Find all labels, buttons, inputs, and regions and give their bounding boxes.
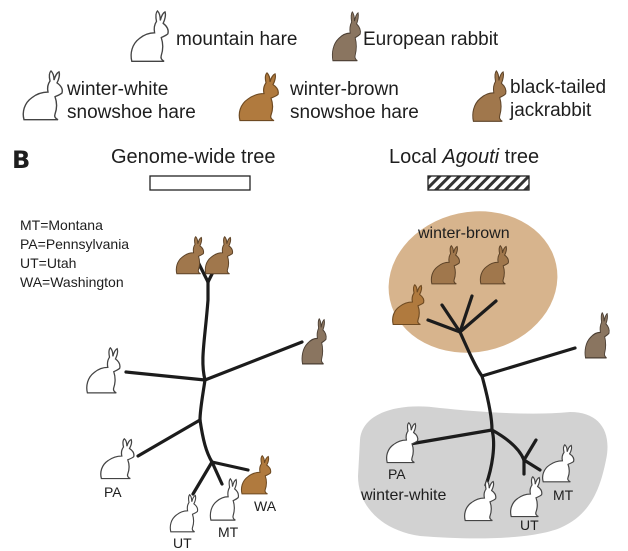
left-mt-label: MT	[218, 524, 238, 540]
legend-jackrabbit-line1: black-tailed	[510, 76, 606, 99]
agouti-tree-title-gene: Agouti	[442, 146, 499, 168]
genome-wide-tree-swatch	[150, 176, 250, 190]
agouti-tree-title-suffix: tree	[499, 146, 539, 168]
legend-winter-white-label: winter-white snowshoe hare	[67, 78, 196, 124]
right-european-rabbit-icon	[585, 313, 609, 358]
right-mt-label: MT	[553, 487, 573, 503]
agouti-tree-title-prefix: Local	[389, 146, 442, 168]
right-pa-label: PA	[388, 466, 406, 482]
left-pa-hare-icon	[101, 439, 134, 479]
winter-white-legend-icon	[23, 71, 62, 120]
left-pa-label: PA	[104, 484, 122, 500]
jackrabbit-legend-icon	[473, 71, 506, 121]
left-mountain-hare-icon	[87, 348, 120, 393]
left-jackrabbit-icon-2	[205, 237, 232, 274]
abbreviation-pennsylvania: PA=Pennsylvania	[20, 235, 129, 254]
legend-jackrabbit-line2: jackrabbit	[510, 99, 606, 122]
legend-winter-brown-line1: winter-brown	[290, 78, 419, 101]
agouti-tree-title: Local Agouti tree	[389, 146, 539, 169]
genome-wide-tree-branches	[126, 262, 302, 494]
genome-wide-tree-title: Genome-wide tree	[111, 146, 276, 169]
agouti-tree-swatch	[428, 176, 529, 190]
abbreviation-key: MT=Montana PA=Pennsylvania UT=Utah WA=Wa…	[20, 216, 129, 292]
winter-brown-group-region	[375, 196, 570, 368]
legend-mountain-hare-label: mountain hare	[176, 28, 297, 51]
legend-winter-brown-line2: snowshoe hare	[290, 101, 419, 124]
abbreviation-washington: WA=Washington	[20, 273, 129, 292]
left-european-rabbit-icon	[302, 319, 326, 364]
legend-winter-white-line1: winter-white	[67, 78, 196, 101]
winter-brown-legend-icon	[239, 73, 278, 121]
right-ut-label: UT	[520, 517, 539, 533]
legend-winter-brown-label: winter-brown snowshoe hare	[290, 78, 419, 124]
right-winter-white-label: winter-white	[361, 487, 446, 505]
abbreviation-montana: MT=Montana	[20, 216, 129, 235]
left-wa-label: WA	[254, 498, 276, 514]
legend-winter-white-line2: snowshoe hare	[67, 101, 196, 124]
mountain-hare-legend-icon	[131, 11, 168, 61]
legend-jackrabbit-label: black-tailed jackrabbit	[510, 76, 606, 122]
left-wa-hare-icon	[241, 456, 270, 494]
left-mt-hare-icon	[210, 479, 238, 520]
european-rabbit-legend-icon	[332, 12, 360, 61]
right-winter-brown-label: winter-brown	[418, 225, 510, 243]
left-ut-hare-icon	[170, 495, 197, 532]
legend-european-rabbit-label: European rabbit	[363, 28, 498, 51]
abbreviation-utah: UT=Utah	[20, 254, 129, 273]
panel-label: B	[12, 146, 30, 174]
